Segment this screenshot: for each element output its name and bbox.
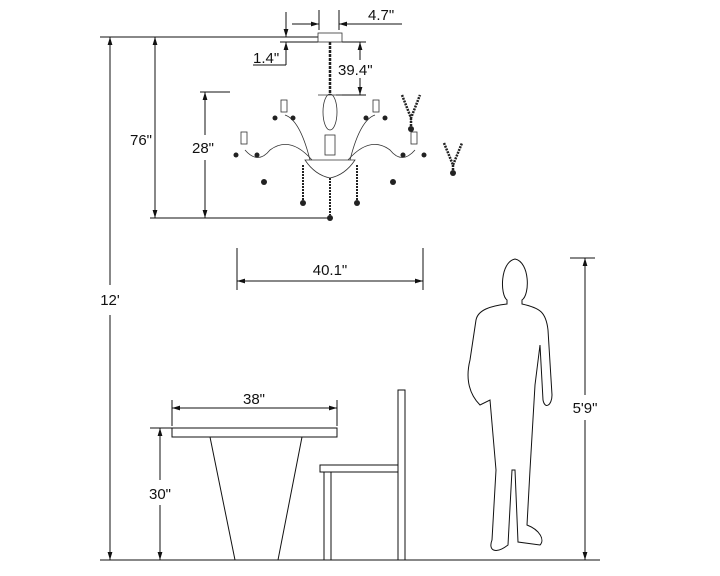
chain-length-dimension: 39.4" [336,41,373,96]
overall-drop-label: 76" [130,132,152,149]
fixture-width-dimension: 40.1" [236,248,424,290]
chair-drawing [319,389,406,561]
overall-drop-dimension: 76" [130,37,330,219]
person-height-label: 5'9" [573,400,598,417]
canopy-width-label: 4.7" [368,7,394,24]
table-drawing: 38" 30" [149,391,338,561]
chain-length-label: 39.4" [338,62,373,79]
canopy-width-dimension: 4.7" [292,7,402,30]
table-height-label: 30" [149,486,171,503]
fixture-height-dimension: 28" [192,91,230,218]
person-silhouette: 5'9" [467,257,598,560]
ceiling-height-dimension: 12' [100,36,600,561]
fixture-height-label: 28" [192,140,214,157]
table-width-label: 38" [243,391,265,408]
canopy-height-label: 1.4" [253,50,279,67]
ceiling-height-label: 12' [100,292,120,309]
chandelier-drawing [233,32,464,221]
fixture-width-label: 40.1" [313,262,348,279]
canopy-height-dimension: 1.4" [253,12,318,67]
